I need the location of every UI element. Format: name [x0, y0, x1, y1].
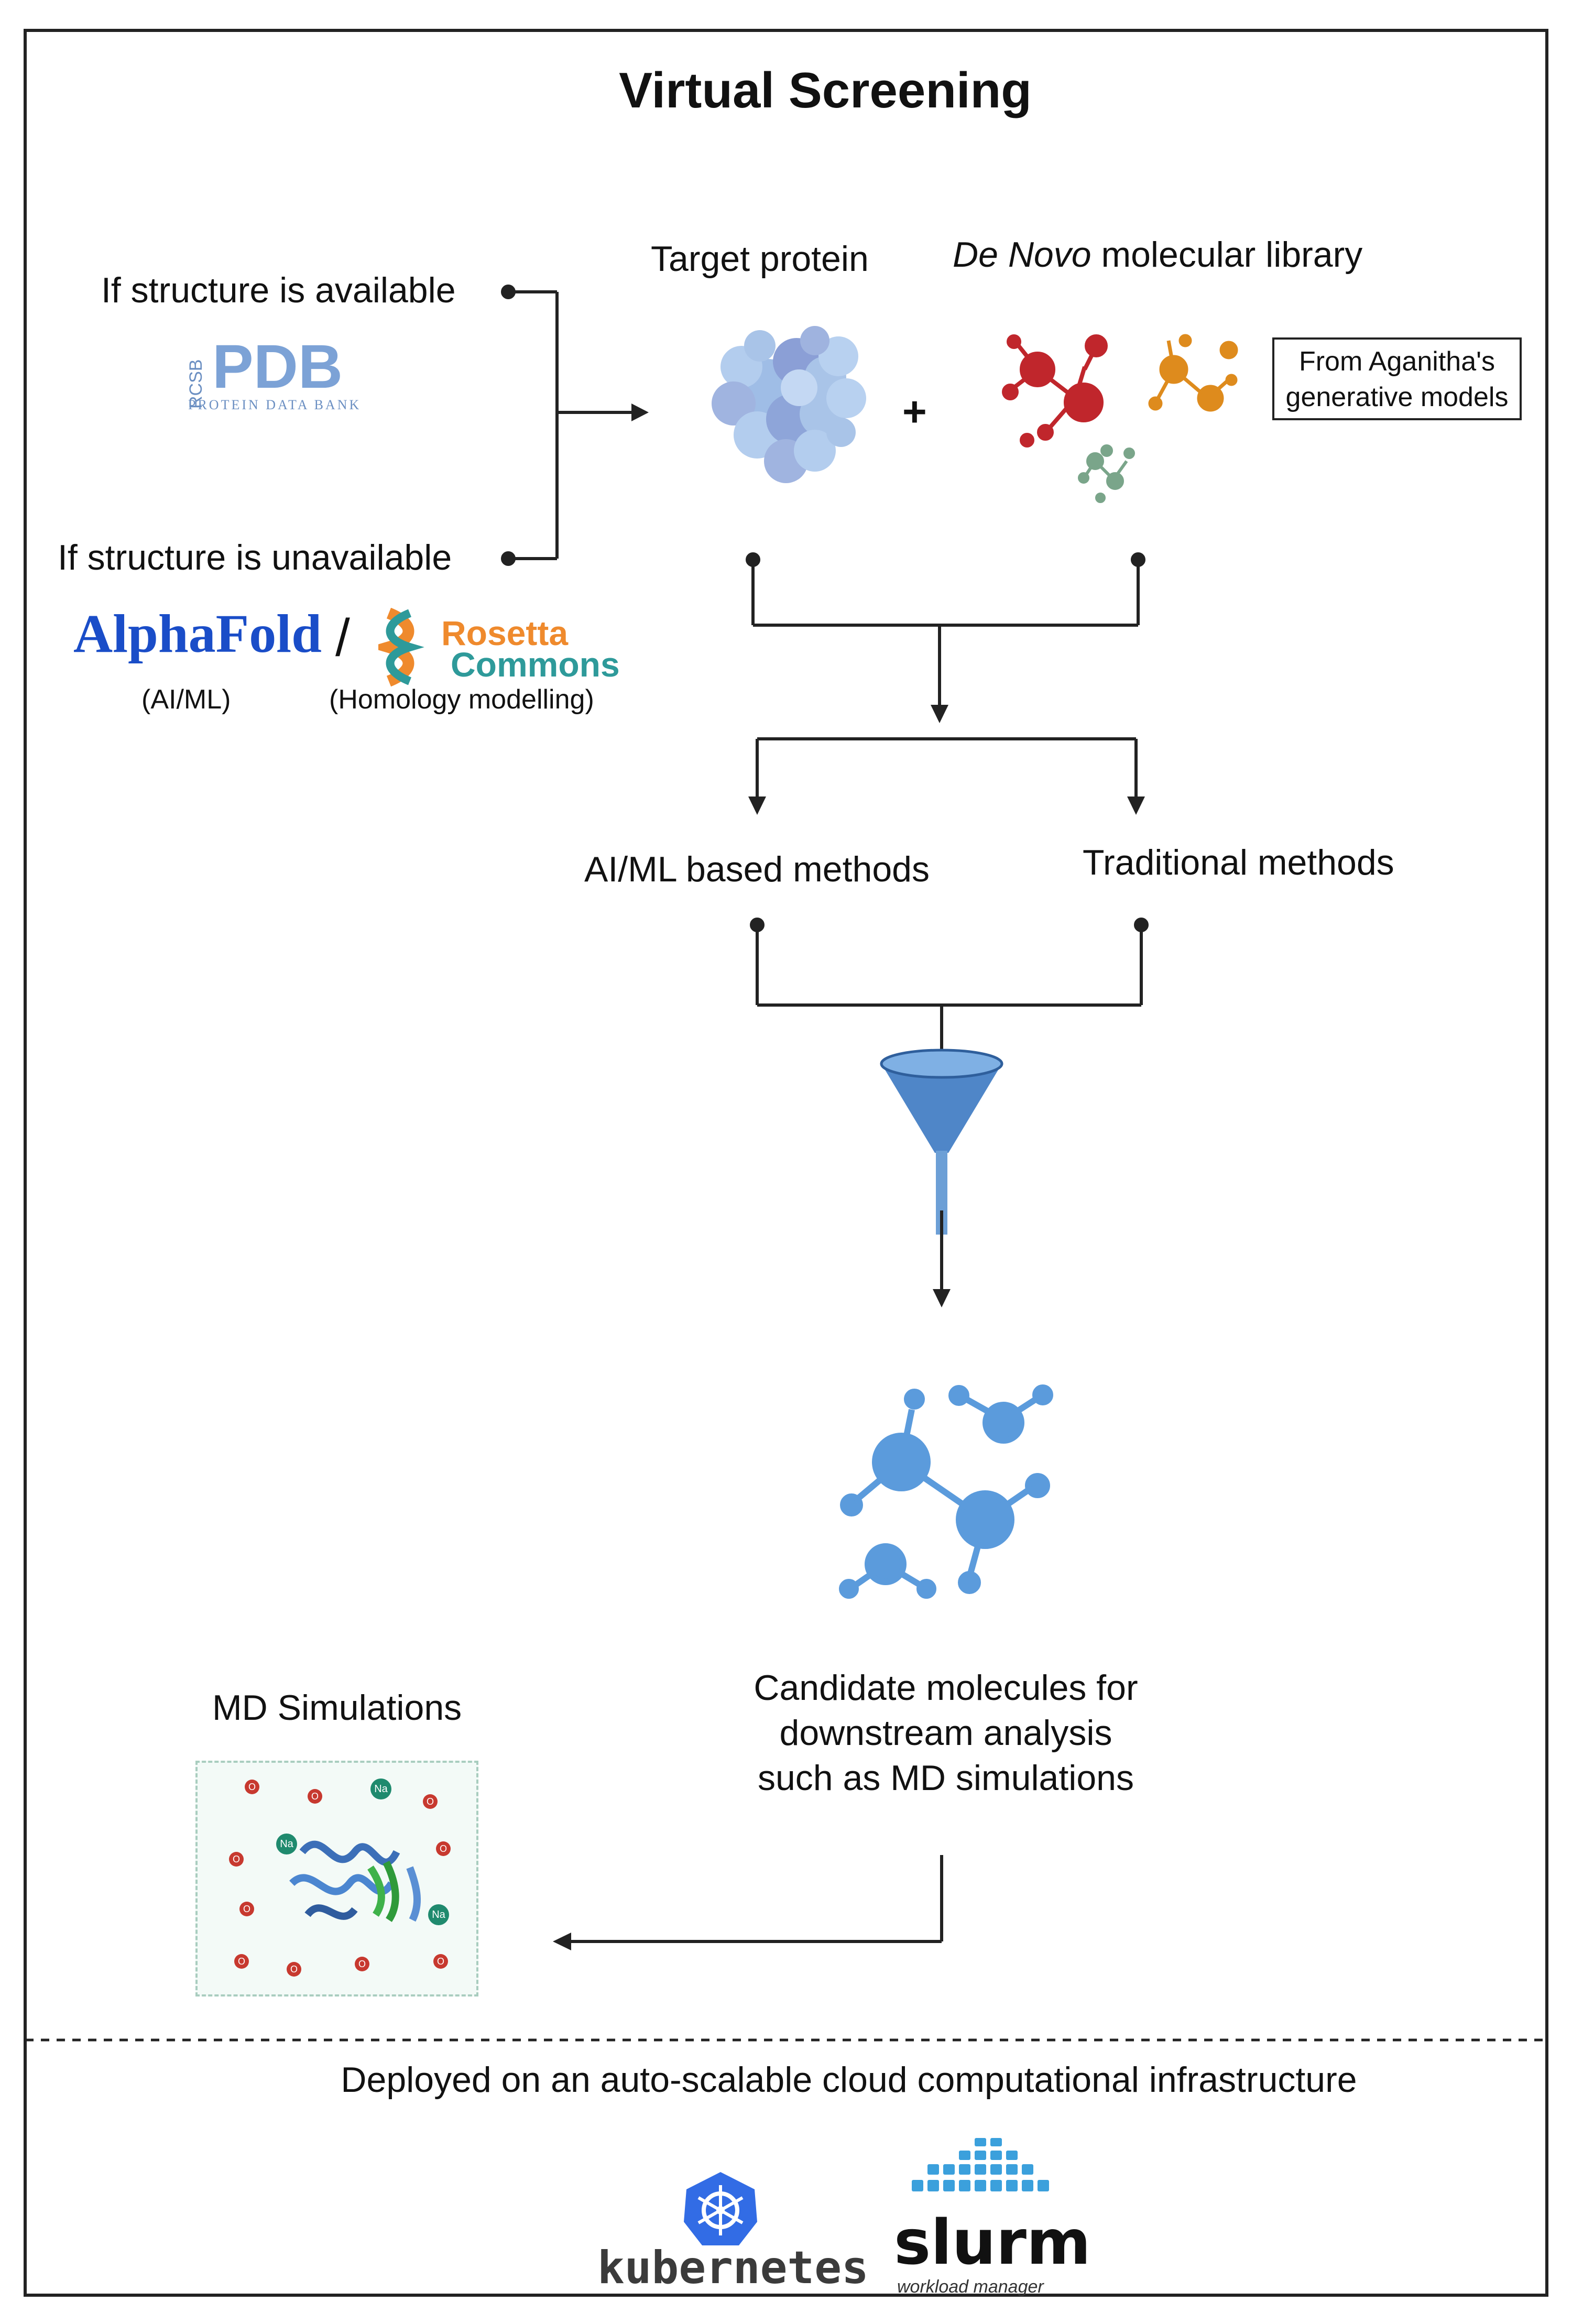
rosetta-logo-line1: Rosetta [441, 614, 569, 652]
water-oxygen-atom: O [229, 1852, 244, 1867]
pdb-logo-main-text: PDB [212, 332, 343, 401]
library-label: De Novo molecular library [953, 234, 1362, 275]
alphafold-caption: (AI/ML) [141, 684, 231, 715]
page-title: Virtual Screening [619, 62, 1032, 118]
kubernetes-logo-icon [684, 2172, 757, 2245]
library-label-italic: De Novo [953, 235, 1091, 275]
source-bracket [501, 285, 649, 566]
water-oxygen-atom: O [433, 1954, 448, 1969]
water-oxygen-atom: O [234, 1954, 249, 1969]
funnel-icon [880, 1049, 1003, 1235]
library-label-rest: molecular library [1091, 235, 1363, 275]
md-simulation-scene [289, 1840, 421, 1922]
candidates-description: Candidate molecules for downstream analy… [734, 1665, 1158, 1801]
candidates-line-1: Candidate molecules for [754, 1668, 1138, 1708]
water-oxygen-atom: O [308, 1789, 322, 1804]
traditional-methods-label: Traditional methods [1083, 843, 1394, 882]
md-simulation-box: O O O O O O O O O O Na Na Na [195, 1761, 478, 1996]
water-oxygen-atom: O [239, 1902, 254, 1916]
candidates-line-3: such as MD simulations [757, 1758, 1134, 1798]
slurm-subtitle: workload manager [897, 2277, 1044, 2297]
target-protein-icon [712, 326, 866, 483]
target-protein-label: Target protein [651, 239, 869, 279]
structure-unavailable-label: If structure is unavailable [58, 538, 452, 577]
water-oxygen-atom: O [355, 1957, 369, 1971]
rosetta-logo-line2: Commons [451, 645, 620, 684]
protein-ribbon-icon [289, 1840, 421, 1922]
slurm-wordmark: slurm [894, 2206, 1091, 2278]
slurm-logo-icon [912, 2138, 1049, 2191]
pdb-logo-sub-text: PROTEIN DATA BANK [188, 397, 362, 412]
kubernetes-wordmark: kubernetes [597, 2242, 869, 2294]
rosetta-helix-icon [378, 608, 424, 686]
split-connector [748, 737, 1145, 815]
plus-sign: + [902, 388, 927, 435]
red-molecule-icon [1002, 334, 1108, 448]
green-molecule-icon [1078, 444, 1135, 503]
orange-molecule-icon [1148, 334, 1238, 412]
note-line-2: generative models [1285, 382, 1509, 412]
rosetta-caption: (Homology modelling) [329, 684, 594, 715]
md-connector [553, 1855, 943, 1950]
merge-connector-2 [750, 918, 1149, 1053]
sodium-ion: Na [428, 1904, 449, 1925]
structure-available-label: If structure is available [101, 270, 456, 310]
sodium-ion: Na [370, 1779, 391, 1799]
water-oxygen-atom: O [287, 1962, 301, 1977]
footer-description: Deployed on an auto-scalable cloud compu… [341, 2060, 1357, 2100]
candidates-line-2: downstream analysis [779, 1713, 1112, 1753]
outer-frame [24, 29, 1548, 2297]
generative-models-note: From Aganitha's generative models [1272, 337, 1522, 420]
merge-connector-1 [746, 552, 1145, 723]
md-simulations-label: MD Simulations [212, 1688, 462, 1728]
ai-ml-methods-label: AI/ML based methods [584, 849, 930, 889]
pdb-logo: RCSB PDB PROTEIN DATA BANK [186, 332, 375, 414]
water-oxygen-atom: O [436, 1841, 451, 1856]
candidate-molecule-icon [839, 1384, 1053, 1599]
water-oxygen-atom: O [423, 1794, 438, 1809]
logo-separator: / [335, 608, 350, 667]
sodium-ion: Na [276, 1834, 297, 1854]
alphafold-logo: AlphaFold [73, 604, 322, 664]
note-line-1: From Aganitha's [1298, 346, 1495, 377]
water-oxygen-atom: O [245, 1780, 259, 1794]
